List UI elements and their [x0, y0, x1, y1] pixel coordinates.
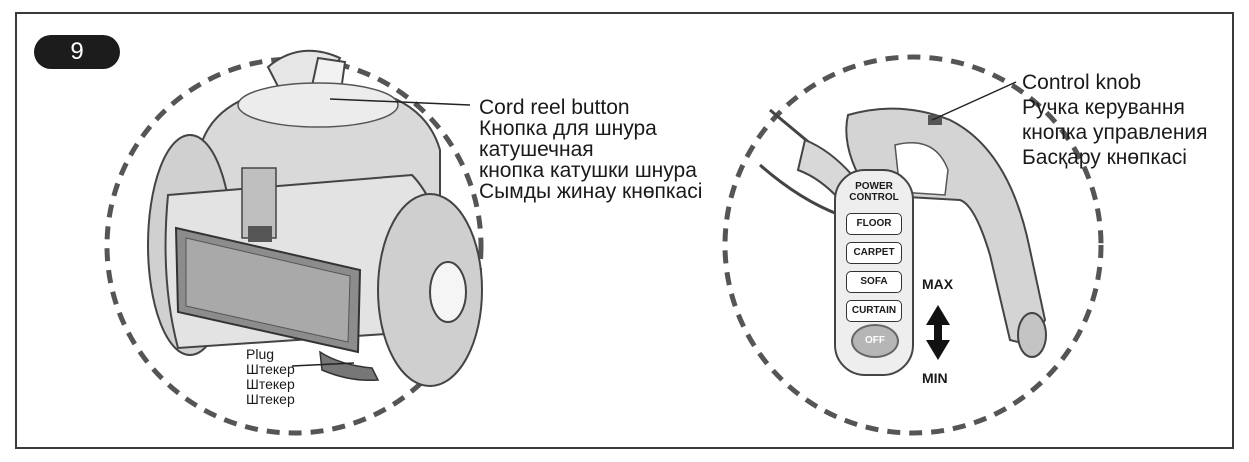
control-knob-label-uk: Ручка керування	[1022, 96, 1185, 119]
plug-label-kk: Штекер	[246, 391, 295, 407]
cord-reel-label-uk: Кнопка для шнура	[479, 117, 657, 140]
plug-label: Plug Штекер Штекер Штекер	[246, 347, 295, 407]
cord-reel-button-label: Cord reel button Кнопка для шнура катуше…	[479, 97, 702, 202]
plug-label-ru: Штекер	[246, 376, 295, 392]
cord-reel-label-kk: Сымды жинау кнөпкасі	[479, 180, 703, 203]
carpet-button: CARPET	[846, 242, 902, 264]
control-knob-label-ru: кнопка управления	[1022, 121, 1208, 144]
max-label: MAX	[922, 276, 954, 292]
min-label: MIN	[922, 370, 948, 386]
figure-frame	[15, 12, 1234, 449]
control-knob-label-en: Control knob	[1022, 71, 1142, 94]
off-button: OFF	[851, 324, 899, 358]
control-knob-label: Control knob Ручка керування кнопка упра…	[1022, 70, 1208, 170]
cord-reel-label-ru-1: катушечная	[479, 138, 594, 161]
cord-reel-label-en: Cord reel button	[479, 96, 630, 119]
floor-button: FLOOR	[846, 213, 902, 235]
plug-label-uk: Штекер	[246, 361, 295, 377]
control-knob-label-kk: Басқару кнөпкасі	[1022, 146, 1187, 169]
cord-reel-label-ru-2: кнопка катушки шнура	[479, 159, 697, 182]
curtain-button: CURTAIN	[846, 300, 902, 322]
power-control-title: POWER CONTROL	[849, 181, 899, 203]
sofa-button: SOFA	[846, 271, 902, 293]
step-number-badge: 9	[34, 35, 120, 69]
plug-label-en: Plug	[246, 346, 275, 362]
